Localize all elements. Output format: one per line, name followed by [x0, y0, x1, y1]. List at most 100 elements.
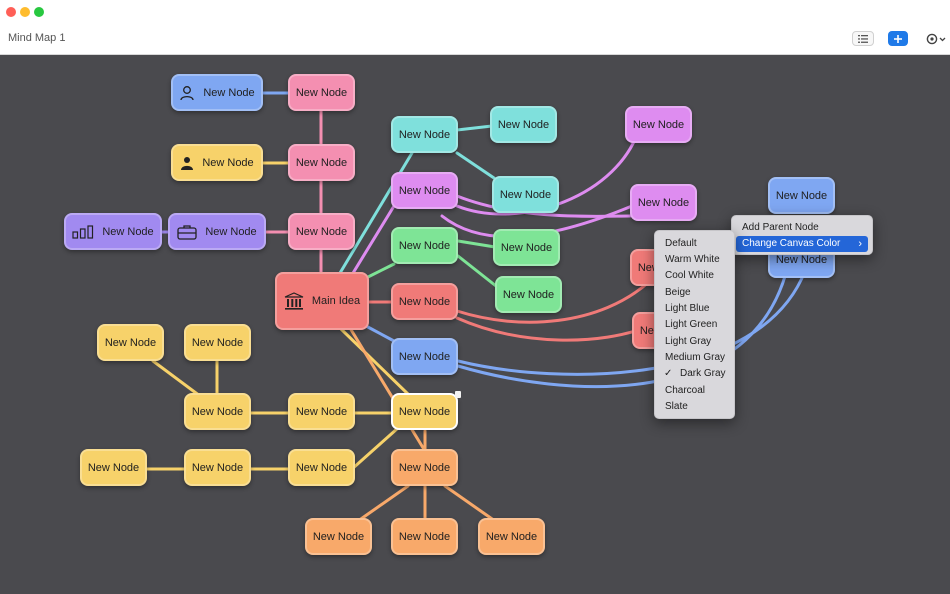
node-blue-1[interactable]: New Node — [391, 338, 458, 375]
node-label: New Node — [398, 461, 451, 474]
node-yellow-top-a[interactable]: New Node — [97, 324, 164, 361]
node-label: New Node — [205, 225, 257, 238]
node-label: New Node — [191, 336, 244, 349]
person-icon — [180, 85, 194, 100]
node-yellow-selected[interactable]: New Node — [391, 393, 458, 430]
color-option-medium-gray[interactable]: Medium Gray — [665, 352, 726, 363]
close-window-button[interactable] — [6, 7, 16, 17]
node-label: New Node — [398, 239, 451, 252]
node-yellow-3[interactable]: New Node — [80, 449, 147, 486]
node-person-filled[interactable]: New Node — [171, 144, 263, 181]
node-yellow-1[interactable]: New Node — [184, 393, 251, 430]
node-label: New Node — [102, 225, 154, 238]
node-orange-a[interactable]: New Node — [305, 518, 372, 555]
color-option-beige[interactable]: Beige — [665, 287, 691, 298]
node-label: New Node — [295, 225, 348, 238]
node-label: New Node — [398, 530, 451, 543]
person-filled-icon — [181, 156, 194, 170]
node-orange-b[interactable]: New Node — [391, 518, 458, 555]
node-label: New Node — [87, 461, 140, 474]
canvas-color-submenu: Default Warm White Cool White Beige Ligh… — [654, 230, 735, 419]
node-pink-2[interactable]: New Node — [288, 144, 355, 181]
node-yellow-5[interactable]: New Node — [288, 449, 355, 486]
zoom-window-button[interactable] — [34, 7, 44, 17]
node-label: New Node — [295, 461, 348, 474]
gear-icon — [926, 33, 946, 44]
menu-item-label: Dark Gray — [680, 368, 726, 379]
menu-item-label: Change Canvas Color — [742, 238, 841, 249]
color-option-light-green[interactable]: Light Green — [665, 319, 718, 330]
node-label: Main Idea — [311, 295, 361, 307]
minimize-window-button[interactable] — [20, 7, 30, 17]
bar-chart-icon — [72, 224, 94, 239]
node-label: New Node — [295, 405, 348, 418]
node-orange-c[interactable]: New Node — [478, 518, 545, 555]
color-option-default[interactable]: Default — [665, 238, 697, 249]
node-label: New Node — [485, 530, 538, 543]
node-briefcase[interactable]: New Node — [168, 213, 266, 250]
list-icon — [858, 34, 868, 43]
node-red-1[interactable]: New Node — [391, 283, 458, 320]
node-pink-3[interactable]: New Node — [288, 213, 355, 250]
color-option-dark-gray[interactable]: ✓ Dark Gray — [659, 366, 730, 382]
node-label: New Node — [295, 86, 348, 99]
node-yellow-top-b[interactable]: New Node — [184, 324, 251, 361]
color-option-warm-white[interactable]: Warm White — [665, 254, 720, 265]
bank-icon — [284, 292, 304, 310]
node-purple-1a[interactable]: New Node — [625, 106, 692, 143]
menu-item-add-parent-node[interactable]: Add Parent Node — [742, 222, 819, 233]
node-label: New Node — [632, 118, 685, 131]
context-menu: Add Parent Node Change Canvas Color › — [731, 215, 873, 255]
node-cyan-1[interactable]: New Node — [391, 116, 458, 153]
node-label: New Node — [398, 295, 451, 308]
color-option-charcoal[interactable]: Charcoal — [665, 385, 706, 396]
node-label: New Node — [775, 253, 828, 266]
node-purple-1[interactable]: New Node — [391, 172, 458, 209]
menu-item-change-canvas-color[interactable]: Change Canvas Color › — [736, 236, 868, 252]
node-label: New Node — [500, 241, 553, 254]
add-node-button[interactable] — [888, 31, 908, 46]
node-label: New Node — [104, 336, 157, 349]
node-label: New Node — [497, 118, 550, 131]
node-green-1[interactable]: New Node — [391, 227, 458, 264]
node-chart[interactable]: New Node — [64, 213, 162, 250]
node-main-idea[interactable]: Main Idea — [275, 272, 369, 330]
node-label: New Node — [398, 405, 451, 418]
node-blue-1a[interactable]: New Node — [768, 177, 835, 214]
chevron-right-icon: › — [858, 238, 862, 250]
node-label: New Node — [295, 156, 348, 169]
node-green-1b[interactable]: New Node — [495, 276, 562, 313]
node-label: New Node — [398, 350, 451, 363]
node-yellow-4[interactable]: New Node — [184, 449, 251, 486]
checkmark-icon: ✓ — [664, 368, 673, 379]
node-person[interactable]: New Node — [171, 74, 263, 111]
toolbar: Mind Map 1 — [0, 22, 950, 55]
briefcase-icon — [177, 224, 197, 240]
node-cyan-1b[interactable]: New Node — [492, 176, 559, 213]
node-label: New Node — [499, 188, 552, 201]
node-label: New Node — [637, 196, 690, 209]
color-option-light-blue[interactable]: Light Blue — [665, 303, 710, 314]
node-label: New Node — [775, 189, 828, 202]
title-bar — [0, 0, 950, 22]
node-orange-1[interactable]: New Node — [391, 449, 458, 486]
node-label: New Node — [502, 288, 555, 301]
color-option-cool-white[interactable]: Cool White — [665, 270, 714, 281]
color-option-slate[interactable]: Slate — [665, 401, 688, 412]
node-label: New Node — [398, 184, 451, 197]
node-yellow-2[interactable]: New Node — [288, 393, 355, 430]
node-green-1a[interactable]: New Node — [493, 229, 560, 266]
outline-button[interactable] — [852, 31, 874, 46]
settings-button[interactable] — [925, 31, 947, 46]
node-resize-handle[interactable] — [455, 391, 461, 398]
node-purple-1b[interactable]: New Node — [630, 184, 697, 221]
document-title: Mind Map 1 — [8, 32, 66, 44]
color-option-light-gray[interactable]: Light Gray — [665, 336, 712, 347]
node-label: New Node — [398, 128, 451, 141]
node-pink-1[interactable]: New Node — [288, 74, 355, 111]
plus-icon — [894, 34, 902, 43]
node-cyan-1a[interactable]: New Node — [490, 106, 557, 143]
node-label: New Node — [202, 156, 254, 169]
node-label: New Node — [312, 530, 365, 543]
